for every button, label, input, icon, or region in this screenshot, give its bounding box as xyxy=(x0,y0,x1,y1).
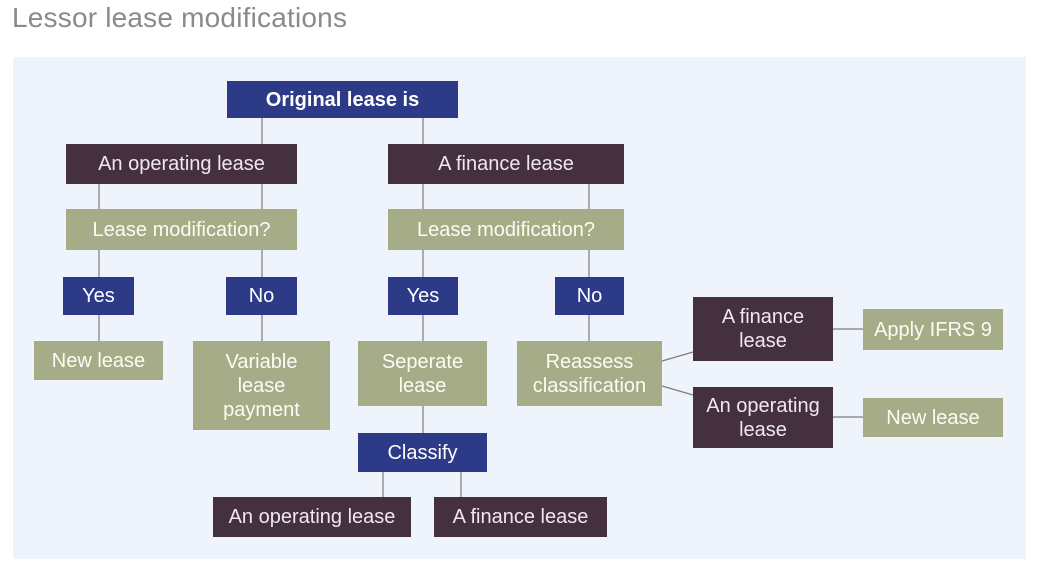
node-classified-finance-lease: A finance lease xyxy=(434,497,607,537)
node-new-lease-right: New lease xyxy=(863,398,1003,437)
page-title: Lessor lease modifications xyxy=(12,2,348,33)
node-finance-lease-branch: A finance lease xyxy=(388,144,624,184)
node-new-lease-left: New lease xyxy=(34,341,163,380)
flowchart-panel: Original lease is An operating lease A f… xyxy=(13,57,1026,559)
node-operating-lease-reassessed: An operating lease xyxy=(693,387,833,448)
node-classified-operating-lease: An operating lease xyxy=(213,497,411,537)
node-variable-lease-payment: Variable lease payment xyxy=(193,341,330,430)
node-finance-lease-reassessed: A finance lease xyxy=(693,297,833,361)
node-yes-mid: Yes xyxy=(388,277,458,315)
node-reassess-classification: Reassess classification xyxy=(517,341,662,406)
node-classify: Classify xyxy=(358,433,487,472)
node-apply-ifrs-9: Apply IFRS 9 xyxy=(863,309,1003,350)
node-no-mid: No xyxy=(555,277,624,315)
node-no-left: No xyxy=(226,277,297,315)
node-lease-modification-left: Lease modification? xyxy=(66,209,297,250)
node-yes-left: Yes xyxy=(63,277,134,315)
node-lease-modification-right: Lease modification? xyxy=(388,209,624,250)
node-separate-lease: Seperate lease xyxy=(358,341,487,406)
connector-lines xyxy=(98,118,863,497)
node-operating-lease-branch: An operating lease xyxy=(66,144,297,184)
node-original-lease: Original lease is xyxy=(227,81,458,118)
